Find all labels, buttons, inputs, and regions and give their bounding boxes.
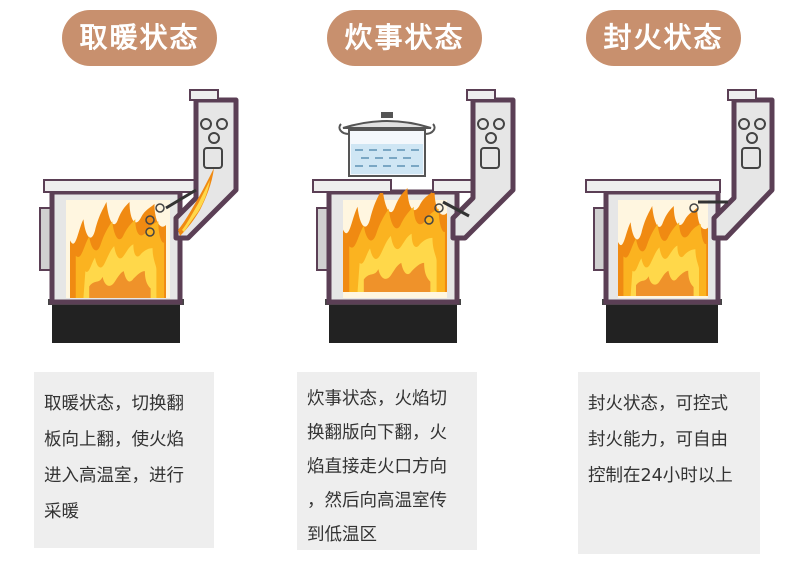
panel-heating: 取暖状态 取暖状态，切换翻 板向上翻，使火焰 进入高温室，进行 采暖 [0,0,263,566]
caption-line: 封火能力，可自由 [588,430,728,450]
title-pill: 炊事状态 [327,10,482,66]
valve [738,118,750,130]
stove-diagram-heating [39,89,239,343]
stove-diagram-banked [585,89,775,343]
flue-cap [727,89,757,101]
caption-line: 进入高温室，进行 [44,466,184,486]
valve [689,203,699,213]
caption-line: 到低温区 [307,525,377,545]
caption-line: 封火状态，可控式 [588,394,728,414]
valve [754,118,766,130]
cooktop [43,179,197,193]
caption-line: 控制在24小时以上 [588,466,733,486]
flue-flame [178,168,214,236]
caption-line: 炊事状态，火焰切 [307,389,447,409]
valve [208,132,220,144]
flue-cap [466,89,496,101]
title-pill: 取暖状态 [62,10,217,66]
cooktop [432,179,474,193]
panel-banked: 封火状态 封火状态，可控式 封火能力，可自由 控制在24小时以上 [526,0,789,566]
valve [746,132,758,144]
panel-cooking: 炊事状态 炊事状态，火焰切 换翻版向下翻，火 焰直 [263,0,526,566]
valve [216,118,228,130]
stove-base [52,303,180,343]
caption-line: 取暖状态，切换翻 [44,394,184,414]
caption-line: 板向上翻，使火焰 [44,430,184,450]
caption-line: 采暖 [44,502,79,522]
pot-icon [338,112,436,177]
cooktop [312,179,392,193]
stove-base [606,303,718,343]
flue [711,97,775,241]
valve [477,118,489,130]
caption-line: ，然后向高温室传 [307,491,447,511]
flip-plate [165,188,197,210]
stove-base [329,303,457,343]
flue-flame-inner [182,180,210,232]
caption-line: 焰直接走火口方向 [307,457,447,477]
cooktop [585,179,721,193]
title-pill: 封火状态 [586,10,741,66]
stove-diagram-cooking [312,89,516,343]
caption-cooking: 炊事状态，火焰切 换翻版向下翻，火 焰直接走火口方向 ，然后向高温室传 到低温区 [297,372,477,550]
damper [203,147,223,169]
valve [493,118,505,130]
caption-line: 换翻版向下翻，火 [307,423,447,443]
caption-heating: 取暖状态，切换翻 板向上翻，使火焰 进入高温室，进行 采暖 [34,372,214,548]
flue [173,97,239,241]
valve [145,215,155,225]
flue-cap [189,89,219,101]
flip-plate [442,200,470,218]
valve [424,215,434,225]
valve [155,203,165,213]
caption-banked: 封火状态，可控式 封火能力，可自由 控制在24小时以上 [578,372,760,554]
valve [145,227,155,237]
damper [480,147,500,169]
damper [741,147,761,169]
flue [450,97,516,241]
valve [485,132,497,144]
valve [200,118,212,130]
valve [434,203,444,213]
